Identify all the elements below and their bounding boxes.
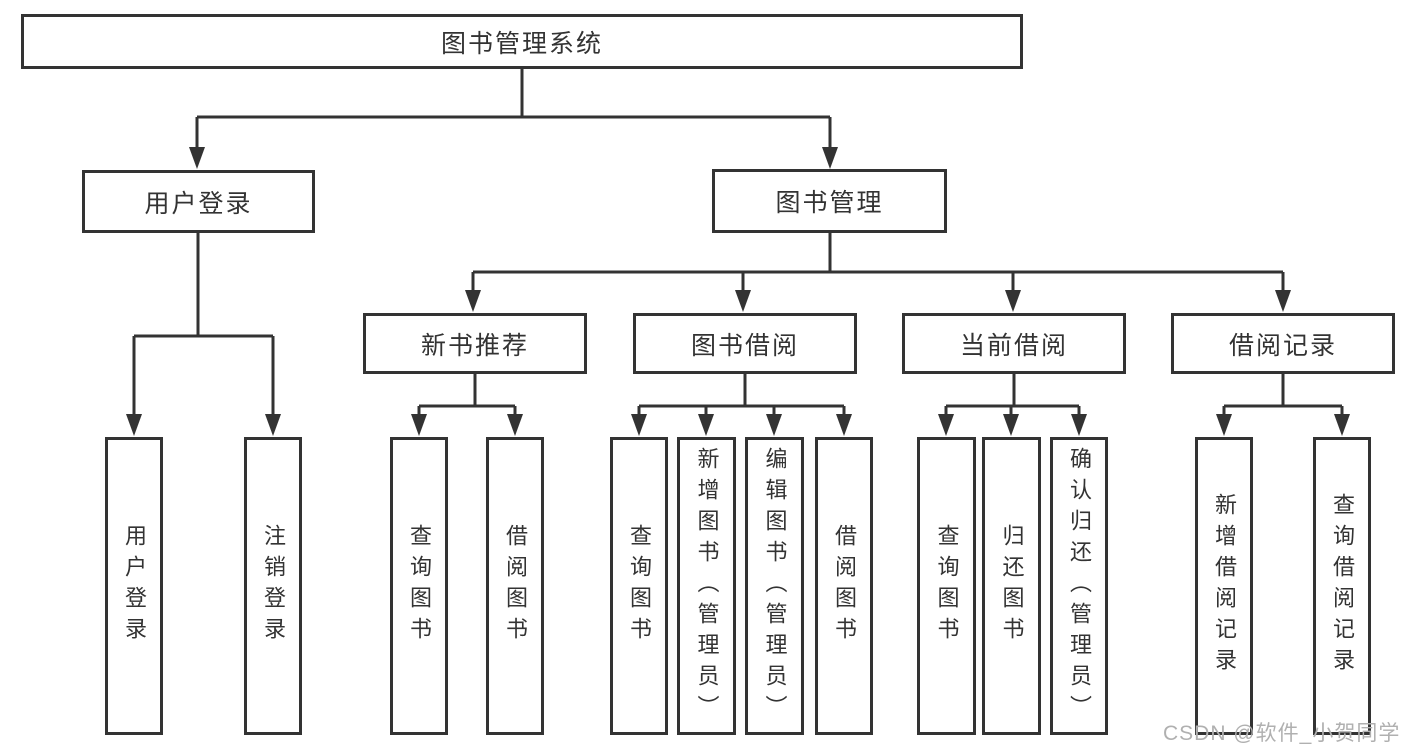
arrowhead — [822, 147, 838, 169]
node-book-borrowing: 图书借阅 — [633, 313, 857, 374]
arrowhead — [766, 414, 782, 436]
node-label: 注销登录 — [261, 524, 286, 648]
node-label: 用户登录 — [122, 524, 147, 648]
node-label: 图书借阅 — [690, 331, 799, 360]
connector-borrowing-records — [1222, 374, 1344, 414]
node-label: 确认归还（管理员） — [1067, 446, 1092, 726]
leaf-add-book-admin: 新增图书（管理员） — [677, 437, 736, 735]
leaf-borrow-books-borrowing: 借阅图书 — [815, 437, 873, 735]
connector-current-borrowing — [944, 374, 1081, 414]
connector-new-book — [417, 374, 517, 414]
node-current-borrowing: 当前借阅 — [902, 313, 1126, 374]
node-label: 编辑图书（管理员） — [762, 446, 788, 726]
node-label: 查询图书 — [407, 524, 432, 648]
arrowhead — [1005, 290, 1021, 312]
leaf-borrow-books-recommend: 借阅图书 — [486, 437, 544, 735]
node-label: 图书管理 — [775, 189, 884, 217]
connector-book-borrowing — [637, 374, 846, 414]
leaf-confirm-return-admin: 确认归还（管理员） — [1050, 437, 1108, 735]
node-label: 查询图书 — [934, 524, 960, 648]
node-new-book-recommendation: 新书推荐 — [363, 313, 587, 374]
arrowhead — [189, 147, 205, 169]
arrowhead — [411, 414, 427, 436]
arrowhead — [265, 414, 281, 436]
node-borrowing-records: 借阅记录 — [1171, 313, 1395, 374]
node-label: 用户登录 — [144, 189, 253, 218]
arrowhead — [1216, 414, 1232, 436]
node-label: 归还图书 — [999, 524, 1025, 648]
leaf-edit-book-admin: 编辑图书（管理员） — [745, 437, 804, 735]
arrowhead — [1003, 414, 1019, 436]
arrowhead — [1275, 290, 1291, 312]
node-label: 借阅记录 — [1228, 331, 1337, 360]
node-label: 当前借阅 — [959, 331, 1068, 360]
leaf-query-books-current: 查询图书 — [917, 437, 976, 735]
arrowhead — [938, 414, 954, 436]
leaf-query-books-recommend: 查询图书 — [390, 437, 448, 735]
node-system-root: 图书管理系统 — [21, 14, 1023, 69]
leaf-return-book: 归还图书 — [982, 437, 1041, 735]
leaf-user-login: 用户登录 — [105, 437, 163, 735]
arrowhead — [126, 414, 142, 436]
leaf-logout: 注销登录 — [244, 437, 302, 735]
node-label: 图书管理系统 — [440, 29, 603, 58]
arrowhead — [465, 290, 481, 312]
node-user-login: 用户登录 — [82, 170, 315, 233]
leaf-query-books-borrowing: 查询图书 — [610, 437, 668, 735]
leaf-add-borrow-record: 新增借阅记录 — [1195, 437, 1253, 735]
arrowhead — [1071, 414, 1087, 436]
arrowhead — [631, 414, 647, 436]
node-book-management: 图书管理 — [712, 169, 947, 233]
node-label: 新书推荐 — [420, 331, 529, 360]
node-label: 新增借阅记录 — [1212, 493, 1237, 679]
arrowhead — [698, 414, 714, 436]
arrowhead — [1334, 414, 1350, 436]
connector-user-login — [132, 233, 275, 415]
connector-root — [195, 69, 832, 148]
arrowhead — [836, 414, 852, 436]
node-label: 查询借阅记录 — [1330, 493, 1355, 679]
node-label: 查询图书 — [627, 524, 652, 648]
node-label: 新增图书（管理员） — [694, 446, 720, 726]
node-label: 借阅图书 — [832, 524, 857, 648]
arrowhead — [735, 290, 751, 312]
arrowhead — [507, 414, 523, 436]
leaf-query-borrow-record: 查询借阅记录 — [1313, 437, 1371, 735]
csdn-watermark: CSDN @软件_小贺同学 — [1163, 722, 1401, 745]
connector-book-management — [471, 233, 1285, 291]
node-label: 借阅图书 — [503, 524, 528, 648]
